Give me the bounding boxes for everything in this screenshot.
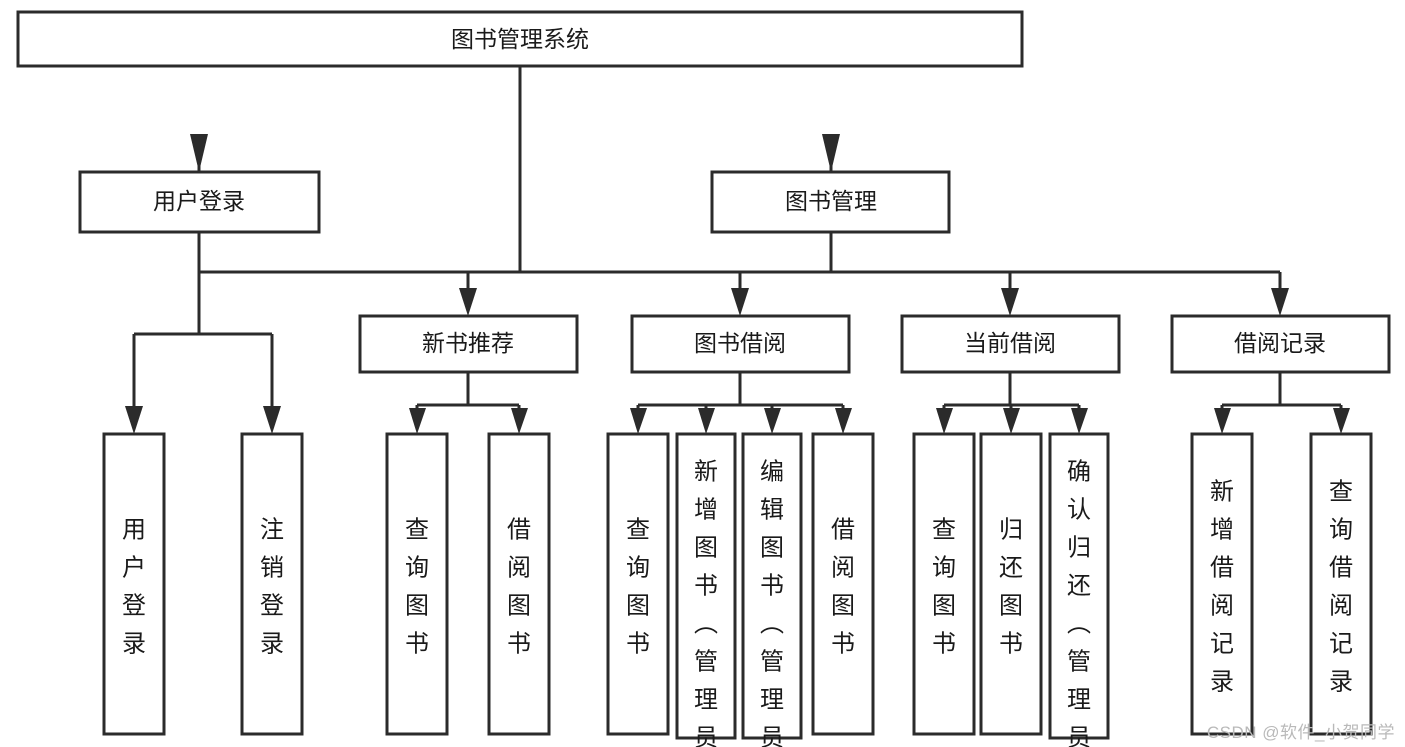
leaf-newbook-borrow-label: 借阅图书 — [507, 517, 531, 658]
node-borrow-record-label: 借阅记录 — [1234, 330, 1326, 356]
node-user-login[interactable]: 用户登录 — [78, 170, 321, 234]
arrow-icon-borrow-leaf-4 — [835, 408, 852, 434]
leaf-borrow-lend-box[interactable] — [811, 432, 875, 736]
arrow-icon-newbook-leaf-1 — [409, 408, 426, 434]
leaf-node[interactable]: 用户登录 — [102, 432, 166, 736]
node-current-borrow-box[interactable] — [900, 314, 1121, 374]
arrow-icon-to-book-management — [822, 134, 840, 172]
arrow-icon-newbook-leaf-2 — [511, 408, 528, 434]
node-current-borrow[interactable]: 当前借阅 — [900, 314, 1121, 374]
node-book-borrow[interactable]: 图书借阅 — [630, 314, 851, 374]
arrow-icon-to-user-login — [190, 134, 208, 172]
leaf-borrow-lend-label: 借阅图书 — [831, 517, 855, 658]
leaf-node[interactable]: 借阅图书 — [487, 432, 551, 736]
leaf-node[interactable]: 借阅图书 — [811, 432, 875, 736]
arrow-icon-to-new-book — [459, 288, 477, 316]
arrow-icon-borrow-leaf-2 — [698, 408, 715, 434]
leaf-record-add-label: 新增借阅记录 — [1210, 479, 1234, 696]
connector-group-root — [197, 66, 833, 274]
leaf-record-add-box[interactable] — [1190, 432, 1254, 736]
leaf-node[interactable]: 查询图书 — [606, 432, 670, 736]
leaf-borrow-query-label: 查询图书 — [626, 517, 650, 658]
node-new-book-recommend[interactable]: 新书推荐 — [358, 314, 579, 374]
node-book-management-label: 图书管理 — [785, 188, 877, 214]
leaf-borrow-query-box[interactable] — [606, 432, 670, 736]
leaf-node[interactable]: 查询图书 — [385, 432, 449, 736]
node-root-label: 图书管理系统 — [451, 26, 589, 52]
node-borrow-record-box[interactable] — [1170, 314, 1391, 374]
leaf-logout-label: 注销登录 — [260, 517, 284, 658]
leaf-current-query-box[interactable] — [912, 432, 976, 736]
node-root-box[interactable] — [16, 10, 1024, 68]
leaf-node[interactable]: 注销登录 — [240, 432, 304, 736]
node-user-login-label: 用户登录 — [153, 188, 245, 214]
arrow-icon-record-leaf-2 — [1333, 408, 1350, 434]
connector-group-level3 — [415, 372, 1343, 424]
node-borrow-record[interactable]: 借阅记录 — [1170, 314, 1391, 374]
node-user-login-box[interactable] — [78, 170, 321, 234]
arrow-icon-to-leaf-user-login — [125, 406, 143, 434]
leaf-newbook-borrow-box[interactable] — [487, 432, 551, 736]
leaf-current-confirm-label: 确认归还︵管理员︶ — [1067, 459, 1091, 747]
leaf-node[interactable]: 查询图书 — [912, 432, 976, 736]
arrow-icon-borrow-leaf-1 — [630, 408, 647, 434]
leaf-node[interactable]: 归还图书 — [979, 432, 1043, 736]
arrow-icon-to-current-borrow — [1001, 288, 1019, 316]
leaf-node[interactable]: 新增借阅记录 — [1190, 432, 1254, 736]
node-current-borrow-label: 当前借阅 — [964, 330, 1056, 356]
leaf-borrow-edit-label: 编辑图书︵管理员︶ — [760, 459, 784, 747]
node-new-book-recommend-box[interactable] — [358, 314, 579, 374]
leaf-newbook-query-label: 查询图书 — [405, 517, 429, 658]
arrow-icon-current-leaf-1 — [936, 408, 953, 434]
leaf-borrow-add-label: 新增图书︵管理员︶ — [694, 459, 718, 747]
arrow-icon-to-book-borrow — [731, 288, 749, 316]
leaf-node[interactable]: 编辑图书︵管理员︶ — [741, 432, 803, 747]
node-book-borrow-box[interactable] — [630, 314, 851, 374]
arrow-icon-record-leaf-1 — [1214, 408, 1231, 434]
arrow-icon-borrow-leaf-3 — [764, 408, 781, 434]
arrowhead-group — [125, 134, 1350, 434]
leaf-user-login-label: 用户登录 — [122, 517, 146, 658]
node-book-management-box[interactable] — [710, 170, 951, 234]
arrow-icon-to-borrow-record — [1271, 288, 1289, 316]
leaf-newbook-query-box[interactable] — [385, 432, 449, 736]
leaf-current-confirm-box[interactable] — [1048, 432, 1110, 740]
node-book-management[interactable]: 图书管理 — [710, 170, 951, 234]
leaf-current-return-label: 归还图书 — [999, 517, 1023, 658]
leaf-current-query-label: 查询图书 — [932, 517, 956, 658]
leaf-logout-box[interactable] — [240, 432, 304, 736]
leaf-node[interactable]: 查询借阅记录 — [1309, 432, 1373, 736]
leaf-current-return-box[interactable] — [979, 432, 1043, 736]
arrow-icon-current-leaf-2 — [1003, 408, 1020, 434]
node-root[interactable]: 图书管理系统 — [16, 10, 1024, 68]
node-new-book-recommend-label: 新书推荐 — [422, 330, 514, 356]
leaf-record-query-box[interactable] — [1309, 432, 1373, 736]
leaf-node[interactable]: 新增图书︵管理员︶ — [675, 432, 737, 747]
leaf-borrow-add-box[interactable] — [675, 432, 737, 740]
node-book-borrow-label: 图书借阅 — [694, 330, 786, 356]
arrow-icon-current-leaf-3 — [1071, 408, 1088, 434]
leaf-record-query-label: 查询借阅记录 — [1329, 479, 1353, 696]
arrow-icon-to-leaf-logout — [263, 406, 281, 434]
leaf-user-login-box[interactable] — [102, 432, 166, 736]
leaf-node[interactable]: 确认归还︵管理员︶ — [1048, 432, 1110, 747]
leaf-borrow-edit-box[interactable] — [741, 432, 803, 740]
